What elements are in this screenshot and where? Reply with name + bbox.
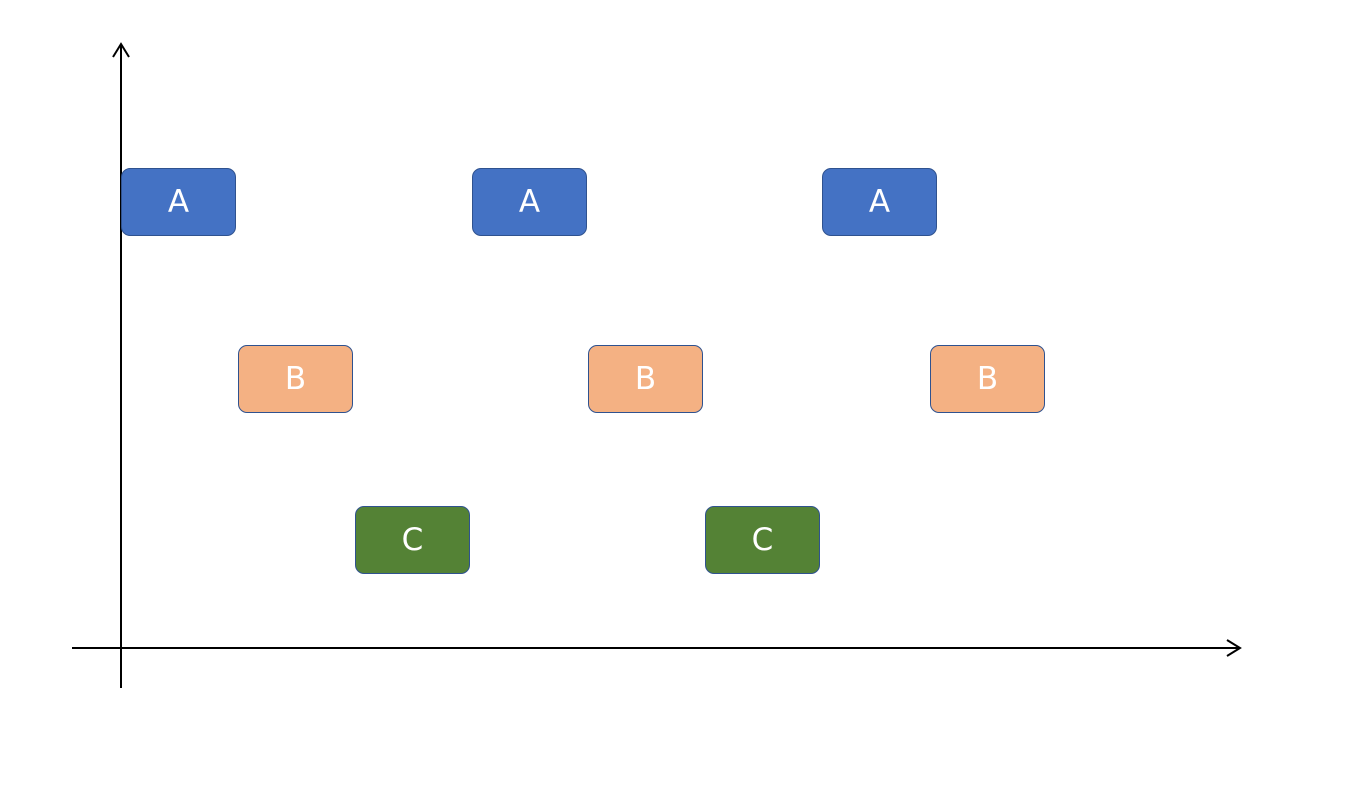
x-axis <box>72 639 1242 657</box>
box-a-1-label: A <box>167 183 190 220</box>
box-a-2-label: A <box>518 183 541 220</box>
box-c-1[interactable]: C <box>355 506 470 574</box>
y-axis-arrowhead <box>112 42 130 58</box>
box-b-2[interactable]: B <box>588 345 703 413</box>
box-a-3[interactable]: A <box>822 168 937 236</box>
box-a-1[interactable]: A <box>121 168 236 236</box>
box-b-1[interactable]: B <box>238 345 353 413</box>
box-c-2-label: C <box>751 521 774 558</box>
box-a-2[interactable]: A <box>472 168 587 236</box>
x-axis-arrowhead <box>1226 639 1242 657</box>
box-c-1-label: C <box>401 521 424 558</box>
box-a-3-label: A <box>868 183 891 220</box>
box-b-3-label: B <box>976 360 999 397</box>
box-c-2[interactable]: C <box>705 506 820 574</box>
box-b-3[interactable]: B <box>930 345 1045 413</box>
y-axis <box>112 42 130 688</box>
box-b-1-label: B <box>284 360 307 397</box>
box-b-2-label: B <box>634 360 657 397</box>
